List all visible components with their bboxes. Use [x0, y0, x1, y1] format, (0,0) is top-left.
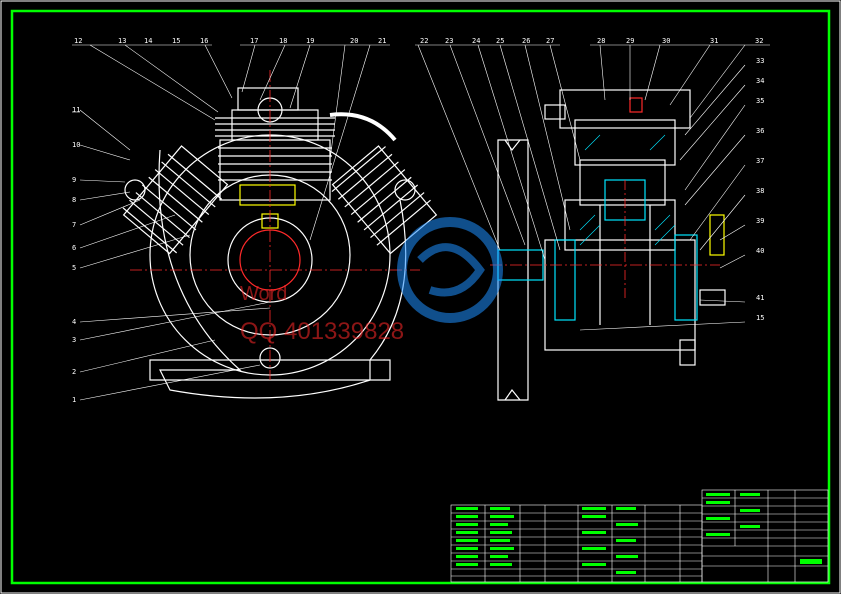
- watermark-line-2: QQ 401339828: [240, 318, 404, 346]
- callout-21: 21: [378, 37, 386, 45]
- callout-35: 35: [756, 97, 764, 105]
- watermark-line-1: Word: [240, 283, 287, 306]
- border-frame: [10, 9, 831, 585]
- left-cylinder: [122, 145, 229, 255]
- watermark-word: Word: [240, 283, 288, 305]
- callout-40: 40: [756, 247, 764, 255]
- callout-15-right: 15: [756, 314, 764, 322]
- table-cell-text: [456, 493, 822, 574]
- callout-6: 6: [72, 244, 76, 252]
- callout-9: 9: [72, 176, 76, 184]
- callout-33: 33: [756, 57, 764, 65]
- callout-38: 38: [756, 187, 764, 195]
- callout-4: 4: [72, 318, 76, 326]
- callout-20: 20: [350, 37, 358, 45]
- callout-7: 7: [72, 221, 76, 229]
- callout-10: 10: [72, 141, 80, 149]
- callout-28: 28: [597, 37, 605, 45]
- callout-18: 18: [279, 37, 287, 45]
- leader-lines-left: [72, 44, 390, 401]
- callout-15: 15: [172, 37, 180, 45]
- callout-34: 34: [756, 77, 764, 85]
- callout-16: 16: [200, 37, 208, 45]
- parts-list-table: [450, 489, 829, 583]
- callout-30: 30: [662, 37, 670, 45]
- callout-29: 29: [626, 37, 634, 45]
- callout-37: 37: [756, 157, 764, 165]
- callout-12: 12: [74, 37, 82, 45]
- callout-26: 26: [522, 37, 530, 45]
- callout-31: 31: [710, 37, 718, 45]
- callout-24: 24: [472, 37, 480, 45]
- callout-41: 41: [756, 294, 764, 302]
- callout-2: 2: [72, 368, 76, 376]
- callout-1: 1: [72, 396, 76, 404]
- leader-lines-right: [415, 44, 770, 331]
- callout-17: 17: [250, 37, 258, 45]
- callout-22: 22: [420, 37, 428, 45]
- front-view: [122, 70, 438, 399]
- side-view: [490, 89, 726, 401]
- callout-19: 19: [306, 37, 314, 45]
- callout-13: 13: [118, 37, 126, 45]
- watermark-qq: QQ 401339828: [240, 318, 405, 345]
- callout-14: 14: [144, 37, 152, 45]
- right-cylinder: [331, 145, 438, 255]
- watermark-logo: [397, 217, 503, 323]
- top-cylinder: [215, 87, 335, 206]
- callout-25: 25: [496, 37, 504, 45]
- callout-8: 8: [72, 196, 76, 204]
- callout-23: 23: [445, 37, 453, 45]
- callout-39: 39: [756, 217, 764, 225]
- callout-3: 3: [72, 336, 76, 344]
- callout-32: 32: [755, 37, 763, 45]
- callout-11: 11: [72, 106, 80, 114]
- callout-27: 27: [546, 37, 554, 45]
- callout-36: 36: [756, 127, 764, 135]
- callout-5: 5: [72, 264, 76, 272]
- callouts: 1 2 3 4 5 6 7 8 9 10 11 12 13 14 15 16 1…: [72, 37, 764, 404]
